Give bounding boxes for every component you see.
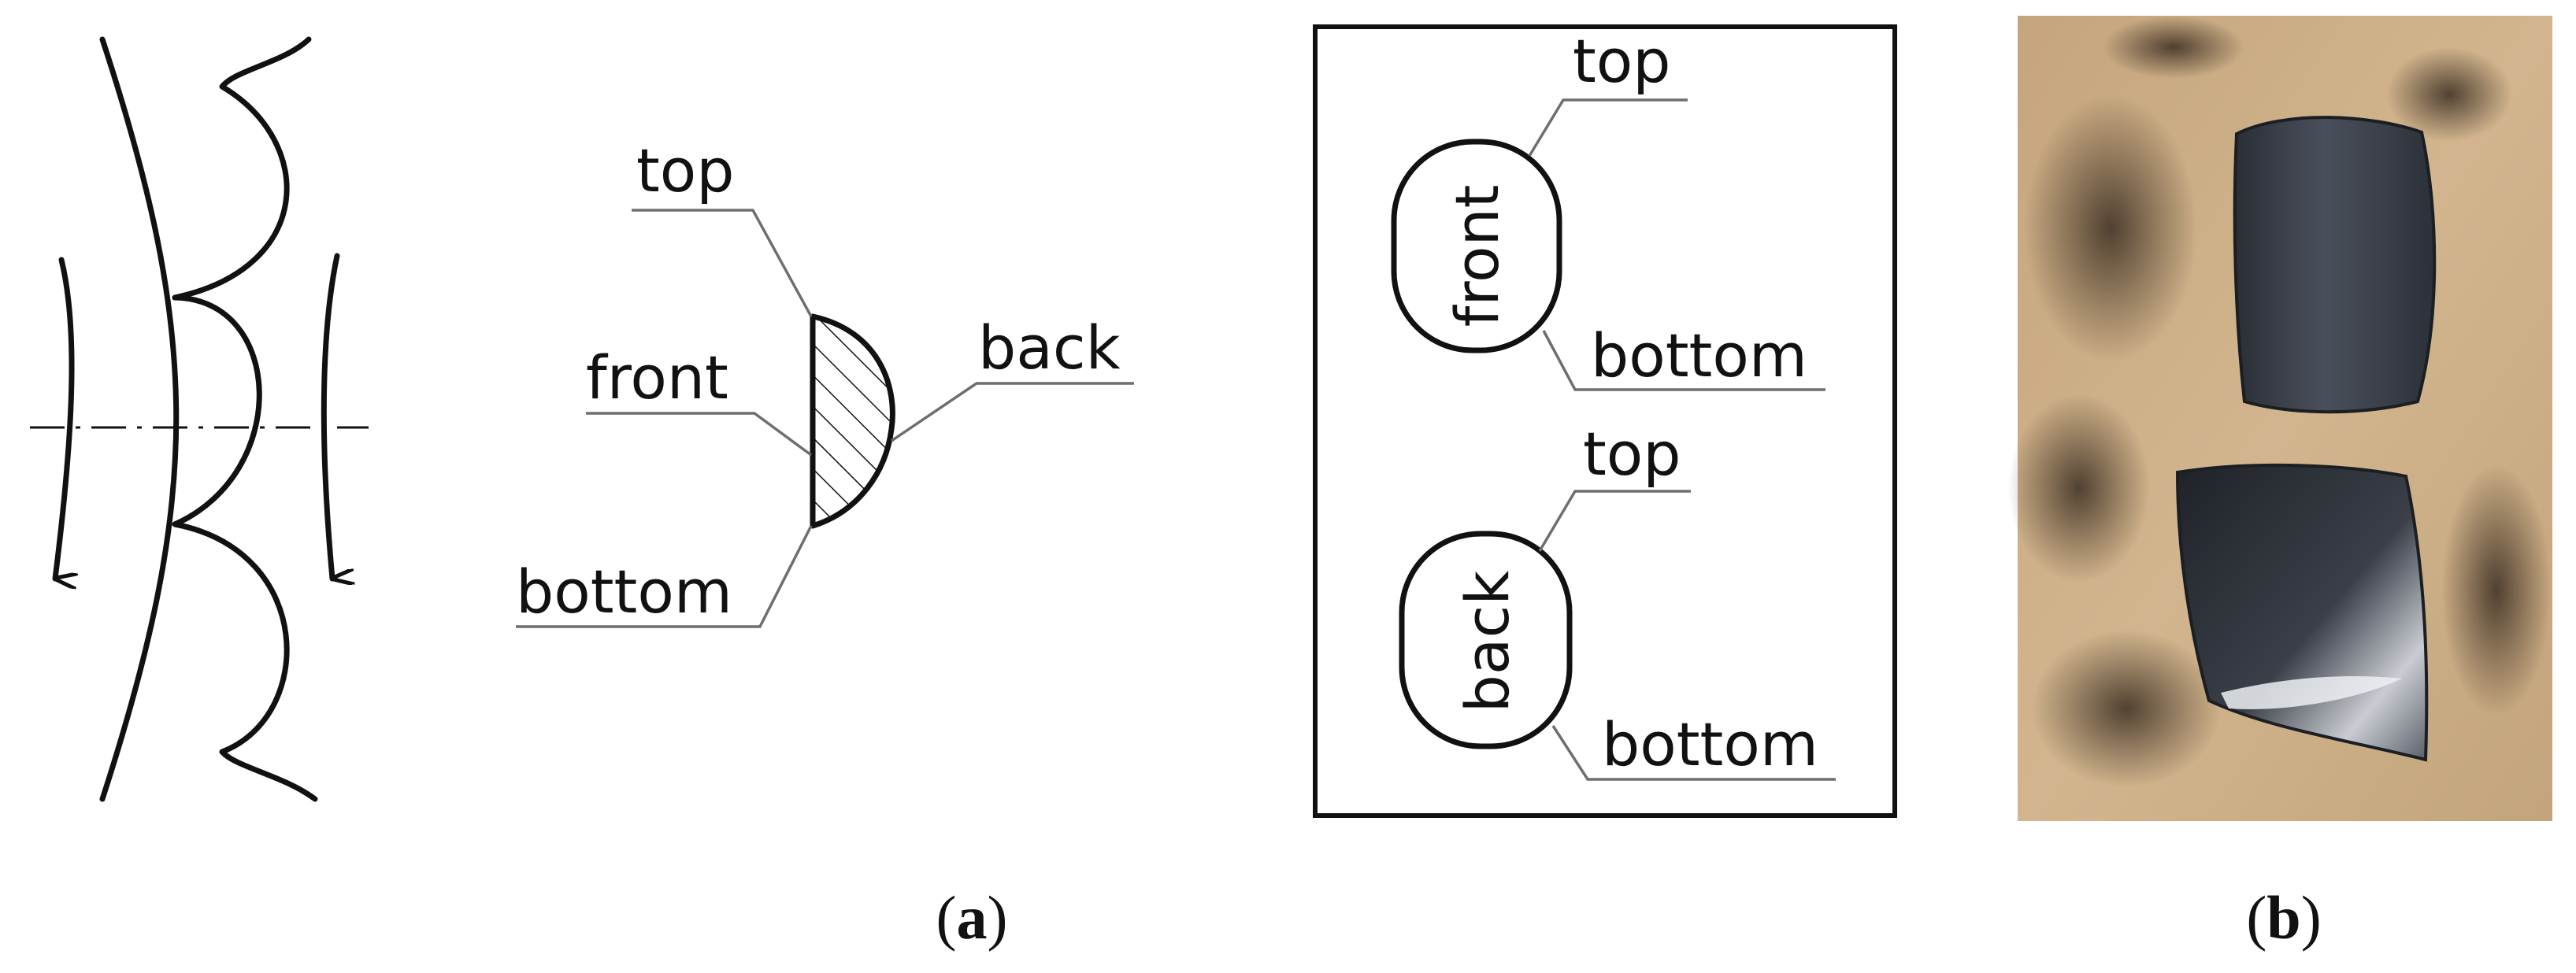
cutter-section-view: top front back bottom bbox=[516, 135, 1134, 628]
label-front: front bbox=[586, 342, 728, 413]
dirt-patch bbox=[2008, 394, 2150, 583]
dirt-patch bbox=[2024, 94, 2197, 362]
front-face-label: front bbox=[1442, 185, 1512, 327]
drum-arc bbox=[99, 36, 180, 802]
dirt-patch bbox=[2386, 47, 2512, 142]
front-bottom-label: bottom bbox=[1591, 320, 1807, 390]
label-bottom: bottom bbox=[516, 557, 732, 627]
front-bottom-leader bbox=[1542, 330, 1825, 391]
dirt-patch bbox=[2103, 16, 2244, 79]
caption-b: (b) bbox=[2246, 883, 2321, 952]
section-shape bbox=[810, 313, 895, 529]
back-face-label: back bbox=[1452, 571, 1522, 713]
caption-a: (a) bbox=[936, 883, 1008, 952]
back-bottom-label: bottom bbox=[1602, 709, 1818, 779]
label-top: top bbox=[636, 135, 735, 205]
leader-back bbox=[891, 382, 1134, 442]
inset-frame bbox=[1313, 24, 1897, 818]
scalloped-cutter-profile bbox=[172, 36, 318, 802]
leader-top bbox=[632, 209, 813, 317]
worn-tool-photo bbox=[2008, 16, 2552, 821]
front-face-outline bbox=[1391, 139, 1562, 353]
highlight-glint bbox=[2221, 676, 2402, 709]
back-face-outline bbox=[1399, 531, 1573, 749]
dirt-patch bbox=[2441, 464, 2552, 716]
rotation-arrow-left bbox=[52, 257, 72, 579]
front-top-label: top bbox=[1573, 26, 1671, 96]
cutter-schematic bbox=[30, 36, 369, 802]
rotation-arrow-right bbox=[321, 253, 337, 579]
back-top-label: top bbox=[1583, 419, 1681, 489]
front-top-leader bbox=[1528, 98, 1688, 157]
orientation-inset: front top bottom back top bottom bbox=[1313, 24, 1897, 818]
label-back: back bbox=[978, 313, 1121, 383]
dirt-patch bbox=[2032, 630, 2221, 787]
back-top-leader bbox=[1538, 490, 1691, 552]
leader-front bbox=[586, 412, 813, 457]
leader-bottom bbox=[516, 525, 813, 628]
upper-cutter-piece bbox=[2233, 116, 2437, 414]
back-bottom-leader bbox=[1551, 725, 1836, 781]
